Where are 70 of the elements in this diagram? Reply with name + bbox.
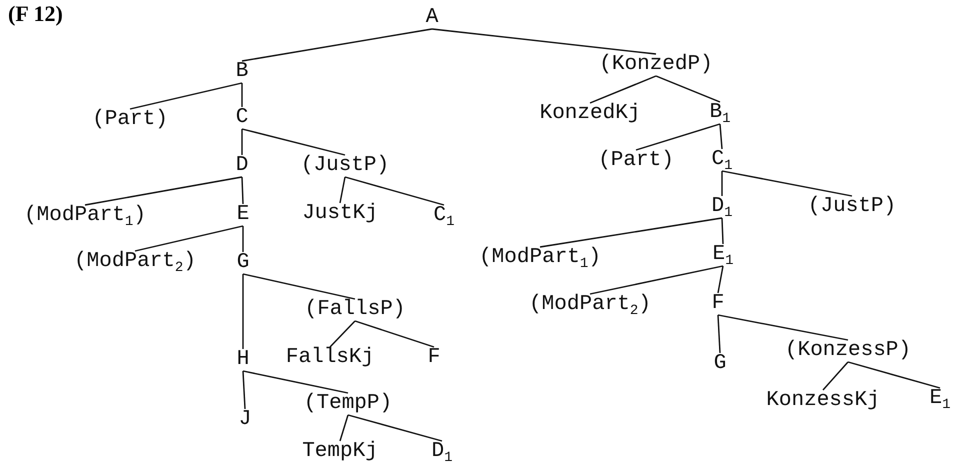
branch-line <box>242 28 432 62</box>
branch-line <box>721 171 723 196</box>
branch-line <box>330 320 356 348</box>
tree-node-label: C <box>236 107 248 129</box>
branch-line <box>822 362 849 390</box>
branch-line <box>590 265 724 295</box>
branch-line <box>134 225 244 252</box>
branch-line <box>717 314 721 354</box>
branch-line <box>636 123 720 151</box>
branch-line <box>339 176 346 204</box>
tree-node-label: KonzessKj <box>766 390 880 412</box>
branch-line <box>718 314 848 341</box>
branch-line <box>339 414 349 442</box>
tree-node-label: D$_{1}$ <box>432 441 452 463</box>
tree-node-label: D <box>236 155 248 177</box>
tree-node-label: J <box>238 409 252 431</box>
tree-node-label: E <box>236 204 250 226</box>
branch-line <box>432 28 656 55</box>
tree-node-label: (KonzedP) <box>599 54 713 76</box>
branch-line <box>719 124 723 150</box>
tree-node-label: (KonzessP) <box>784 340 912 362</box>
tree-node-label: TempKj <box>302 441 378 463</box>
tree-node-label: E$_{1}$ <box>930 388 950 410</box>
branch-line <box>540 217 722 248</box>
tree-node-label: (JustP) <box>808 196 896 218</box>
tree-node-label: (ModPart$_{2}$) <box>529 294 651 316</box>
tree-node-label: G <box>714 353 726 375</box>
tree-node-label: G <box>236 252 250 274</box>
tree-node-label: C$_{1}$ <box>712 149 732 171</box>
branch-line <box>348 414 442 442</box>
tree-node-label: (TempP) <box>304 393 392 415</box>
tree-node-label: FallsKj <box>286 347 374 369</box>
tree-node-label: F <box>712 293 724 315</box>
tree-node-label: JustKj <box>302 203 378 225</box>
tree-node-label: E$_{1}$ <box>712 244 734 266</box>
branch-line <box>241 83 243 107</box>
tree-node-label: F <box>428 347 440 369</box>
branch-line <box>344 176 444 206</box>
branch-line <box>130 82 242 110</box>
branch-line <box>717 266 724 294</box>
figure-number: (F 12) <box>8 2 63 26</box>
tree-node-label: (ModPart$_{1}$) <box>479 247 601 269</box>
tree-node-label: (ModPart$_{1}$) <box>24 205 146 227</box>
branch-line <box>241 129 243 155</box>
branch-line <box>84 176 242 206</box>
branch-line <box>721 218 724 244</box>
branch-line <box>242 274 244 349</box>
branch-line <box>242 226 244 252</box>
tree-node-label: (FallsP) <box>304 299 406 321</box>
branch-line <box>242 128 346 156</box>
branch-line <box>242 273 356 300</box>
tree-node-label: D$_{1}$ <box>712 196 732 218</box>
branch-line <box>590 75 656 104</box>
branch-line <box>354 320 434 348</box>
tree-node-label: KonzedKj <box>540 103 640 125</box>
branch-line <box>242 370 348 394</box>
branch-line <box>722 170 852 197</box>
branch-line <box>656 75 720 103</box>
tree-node-label: (Part) <box>92 109 168 131</box>
tree-node-label: B$_{1}$ <box>710 102 730 124</box>
branch-line <box>242 370 246 410</box>
tree-node-label: A <box>426 7 438 29</box>
tree-node-label: H <box>236 349 250 371</box>
tree-node-label: (Part) <box>598 150 674 172</box>
branch-line <box>241 176 244 204</box>
tree-node-label: B <box>236 61 248 83</box>
branch-line <box>848 361 940 389</box>
tree-node-label: C$_{1}$ <box>434 205 454 227</box>
tree-node-label: (JustP) <box>300 155 390 177</box>
tree-node-label: (ModPart$_{2}$) <box>74 251 196 273</box>
